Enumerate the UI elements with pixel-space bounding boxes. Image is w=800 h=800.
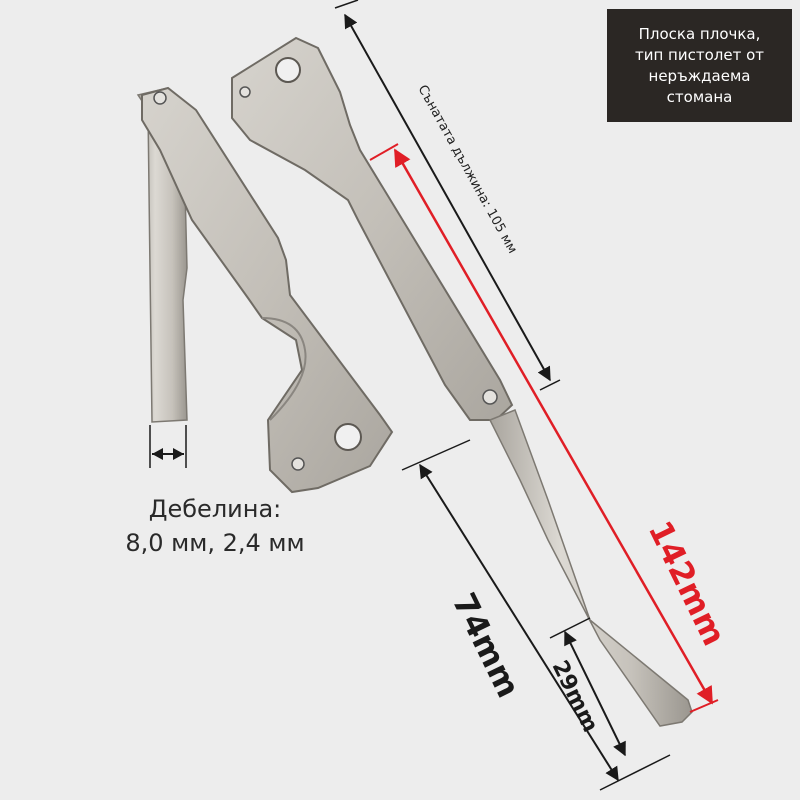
thickness-values: 8,0 мм, 2,4 мм [125,529,305,557]
title-line-4: стомана [666,87,733,106]
folded-length-label: Сънатата дължина: 105 мм [415,83,520,257]
left-body [141,86,394,494]
total-length-label: 142mm [641,515,734,652]
thickness-label: Дебелина: 8,0 мм, 2,4 мм [100,492,330,560]
title-line-1: Плоска плочка, [638,24,761,43]
thickness-heading: Дебелина: [148,495,282,523]
product-title-box: Плоска плочка, тип пистолет от неръждаем… [607,9,792,122]
thickness-marker [149,425,187,468]
tip-length-label: 29mm [547,657,603,737]
title-line-2: тип пистолет от [634,45,765,64]
total-length-line [393,148,714,705]
title-line-3: неръждаема [648,66,751,85]
right-body [231,36,514,421]
blade-length-line [419,463,619,782]
tip-length-line [564,630,626,757]
blade-length-label: 74mm [445,587,528,704]
